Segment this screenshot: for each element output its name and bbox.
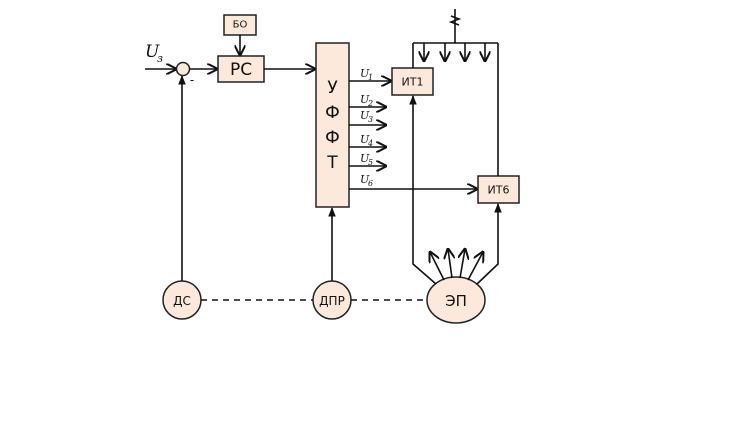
svg-text:U: U [360, 133, 370, 146]
ep-motor [426, 276, 486, 324]
ep-output-arrow-3 [460, 249, 465, 279]
bo-label: БО [233, 20, 248, 31]
svg-text:6: 6 [368, 179, 373, 188]
ep-to-it1-line [409, 95, 437, 285]
input-signal-label: U з [145, 42, 163, 65]
minus-sign: - [190, 73, 194, 87]
ep-to-it6-line [476, 203, 502, 285]
svg-text:U: U [360, 109, 370, 122]
svg-text:U: U [360, 173, 370, 186]
ep-output-arrow-2 [448, 249, 452, 279]
ufft-label-3: Ф [325, 128, 340, 148]
summing-junction [175, 61, 191, 77]
ufft-label-4: Т [326, 153, 338, 173]
it1-label: ИТ1 [402, 76, 424, 89]
ufft-label-2: Ф [325, 103, 340, 123]
dpr-label: ДПР [319, 294, 345, 308]
ds-label: ДС [173, 294, 191, 308]
ep-label: ЭП [445, 292, 467, 310]
ep-output-arrow-1 [430, 252, 445, 281]
ac-supply [448, 9, 462, 43]
output-u6-label: U6 [360, 173, 373, 188]
output-u4-label: U4 [360, 133, 373, 148]
ufft-block [315, 42, 350, 208]
ufft-label-1: У [327, 78, 338, 98]
svg-text:U: U [360, 152, 370, 165]
svg-text:1: 1 [368, 73, 373, 82]
svg-text:3: 3 [368, 115, 373, 124]
svg-text:2: 2 [367, 99, 373, 108]
svg-text:U: U [145, 42, 160, 62]
output-u5-label: U5 [360, 152, 373, 167]
svg-text:U: U [360, 93, 370, 106]
rs-label: РС [230, 60, 252, 80]
svg-text:з: з [157, 52, 163, 65]
svg-text:U: U [360, 67, 370, 80]
it6-label: ИТ6 [488, 184, 510, 197]
output-u3-label: U3 [360, 109, 373, 124]
it6-block [477, 175, 520, 204]
svg-text:4: 4 [367, 139, 373, 148]
ep-output-arrow-4 [467, 252, 483, 281]
output-u1-label: U1 [360, 67, 373, 82]
svg-text:5: 5 [368, 158, 373, 167]
output-u2-label: U2 [360, 93, 373, 108]
